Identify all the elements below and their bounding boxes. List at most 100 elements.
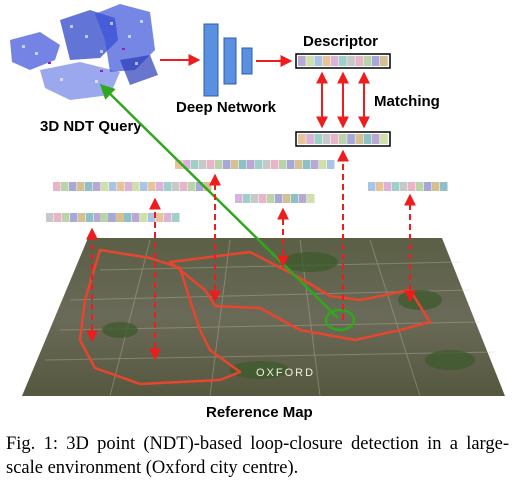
descriptor-cell [416,182,424,191]
descriptor-cell [54,213,62,222]
descriptor-cell [116,213,124,222]
figure: 3D NDT Query Deep Network Descriptor Mat… [10,4,505,421]
descriptor-cell [267,194,275,203]
descriptor-cell [101,182,109,191]
descriptor-cell [330,56,339,66]
descriptor-cell [85,182,93,191]
descriptor-cell [299,194,307,203]
descriptor-cell [311,160,319,169]
descriptor-cell [255,160,263,169]
descriptor-cell [125,182,133,191]
descriptor-cell [239,160,247,169]
descriptor-cell [53,182,61,191]
descriptor-cell [275,194,283,203]
figure-caption: Fig. 1: 3D point (NDT)-based loop-closur… [6,434,509,478]
descriptor-cell [156,213,164,222]
descriptor-cell [140,182,148,191]
descriptor-cell [380,134,388,144]
query-descriptor-bar [295,53,391,69]
map-place-label: OXFORD [256,367,315,379]
descriptor-cell [140,213,148,222]
descriptor-cell [368,182,376,191]
descriptor-cell [132,213,140,222]
descriptor-cell [231,160,239,169]
descriptor-cell [199,160,207,169]
descriptor-cell [70,213,78,222]
map-descriptor-bars [46,160,448,222]
reference-map: OXFORD [22,238,505,397]
descriptor-cell [347,56,355,66]
descriptor-cell [327,160,335,169]
descriptor-cell [78,213,86,222]
descriptor-cell [183,160,191,169]
descriptor-cell [164,213,172,222]
map-label: Reference Map [206,404,313,421]
network-label: Deep Network [176,99,277,116]
descriptor-cell [440,182,448,191]
descriptor-cell [355,56,364,66]
descriptor-label: Descriptor [303,33,378,50]
loop-closure-marker [324,308,356,332]
descriptor-cell [180,182,188,191]
descriptor-cell [172,213,180,222]
descriptor-cell [109,182,117,191]
descriptor-cell [371,56,380,66]
descriptor-cell [380,56,388,66]
descriptor-cell [424,182,432,191]
descriptor-cell [408,182,416,191]
descriptor-cell [271,160,279,169]
descriptor-cell [164,182,172,191]
descriptor-cell [384,182,392,191]
descriptor-cell [355,134,364,144]
descriptor-cell [172,182,180,191]
matching-arrows [316,71,370,129]
descriptor-cell [191,160,199,169]
descriptor-cell [132,182,140,191]
descriptor-cell [392,182,400,191]
descriptor-cell [283,194,291,203]
descriptor-cell [235,194,243,203]
descriptor-cell [93,182,101,191]
descriptor-cell [100,213,108,222]
descriptor-cell [46,213,54,222]
descriptor-cell [347,134,355,144]
descriptor-cell [306,134,314,144]
descriptor-cell [124,213,132,222]
descriptor-cell [279,160,287,169]
matching-label: Matching [374,93,440,110]
descriptor-cell [306,56,314,66]
deep-network-icon [203,23,253,97]
descriptor-cell [69,182,77,191]
descriptor-cell [298,56,306,66]
descriptor-cell [314,56,323,66]
descriptor-cell [86,213,94,222]
descriptor-cell [259,194,267,203]
descriptor-cell [247,160,255,169]
descriptor-cell [295,160,303,169]
descriptor-cell [363,134,372,144]
descriptor-cell [263,160,271,169]
descriptor-cell [432,182,440,191]
descriptor-cell [94,213,102,222]
descriptor-cell [339,134,347,144]
descriptor-cell [188,182,196,191]
descriptor-cell [291,194,299,203]
descriptor-cell [175,160,183,169]
descriptor-cell [108,213,116,222]
descriptor-cell [251,194,259,203]
route-trajectory [78,248,432,386]
descriptor-cell [243,194,251,203]
descriptor-cell [298,134,306,144]
descriptor-cell [61,182,69,191]
descriptor-cell [314,134,323,144]
descriptor-cell [322,134,331,144]
descriptor-cell [215,160,223,169]
descriptor-cell [303,160,311,169]
descriptor-cell [371,134,380,144]
point-cloud-query [10,4,158,100]
descriptor-cell [307,194,315,203]
query-label: 3D NDT Query [40,118,142,135]
descriptor-cell [62,213,70,222]
descriptor-cell [376,182,384,191]
map-to-descriptor-arrows [86,149,416,361]
